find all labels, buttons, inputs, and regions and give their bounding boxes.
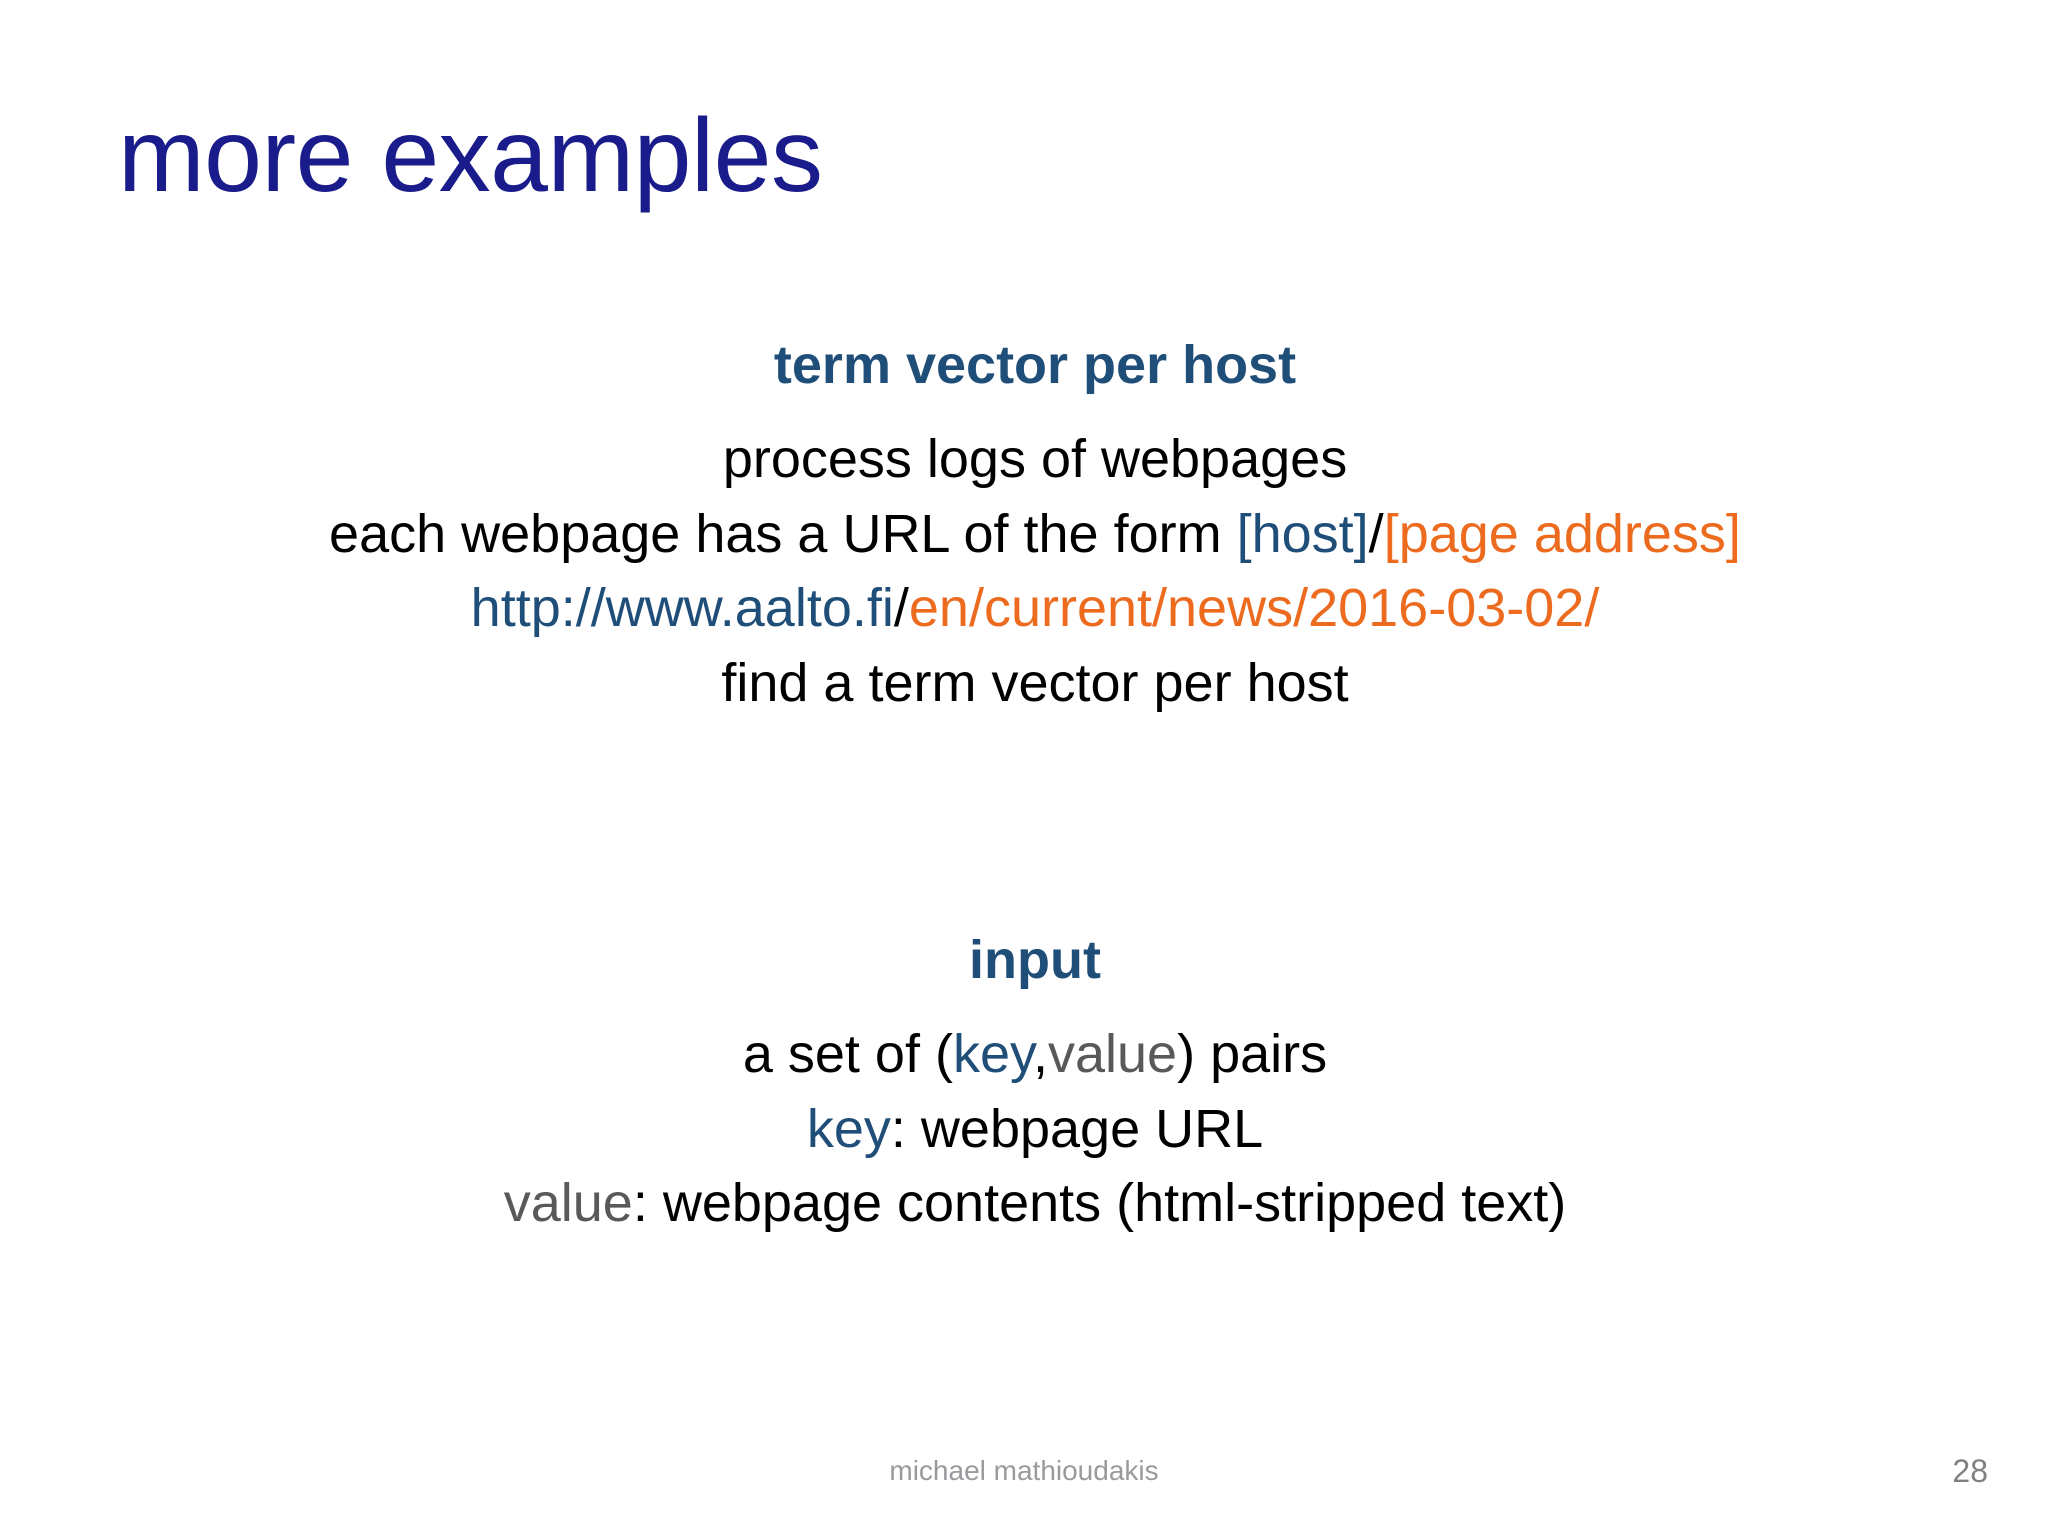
body-line-kv-pairs: a set of (key,value) pairs xyxy=(0,1017,2048,1092)
text-span-comma: , xyxy=(1032,1024,1048,1085)
body-line-value-desc: value: webpage contents (html-stripped t… xyxy=(0,1166,2048,1241)
text-span-separator: / xyxy=(1368,503,1384,564)
body-line-find-term-vector: find a term vector per host xyxy=(0,646,2048,721)
body-line-url-form: each webpage has a URL of the form [host… xyxy=(0,497,2048,572)
page-title: more examples xyxy=(118,97,823,214)
text-span: : webpage contents (html-stripped text) xyxy=(632,1173,1567,1234)
text-span: ) pairs xyxy=(1177,1024,1328,1085)
body-line-key-desc: key: webpage URL xyxy=(0,1092,2048,1167)
text-span: each webpage has a URL of the form xyxy=(329,503,1237,564)
text-span: : webpage URL xyxy=(890,1098,1264,1159)
text-span-separator: / xyxy=(893,578,909,639)
text-span-key: key xyxy=(952,1024,1033,1085)
text-span-page-address-placeholder: [page address] xyxy=(1383,503,1741,564)
text-span-page-address: en/current/news/2016-03-02/ xyxy=(908,578,1600,639)
section-heading-input: input xyxy=(969,930,1101,990)
text-span: a set of ( xyxy=(742,1024,953,1085)
text-span: find a term vector per host xyxy=(721,652,1349,713)
section-heading-term-vector-per-host: term vector per host xyxy=(773,335,1297,395)
text-span-host: http://www.aalto.fi xyxy=(470,578,894,639)
footer-author: michael mathioudakis xyxy=(889,1455,1159,1486)
body-line-process-logs: process logs of webpages xyxy=(0,422,2048,497)
section-input: input a set of (key,value) pairs key: we… xyxy=(0,925,2048,1241)
section-term-vector-per-host: term vector per host process logs of web… xyxy=(0,330,2048,720)
text-span-value: value xyxy=(1048,1024,1178,1085)
footer-page-number: 28 xyxy=(1952,1453,1988,1489)
text-span: process logs of webpages xyxy=(722,429,1348,490)
body-line-url-example: http://www.aalto.fi/en/current/news/2016… xyxy=(0,571,2048,646)
text-span-key: key xyxy=(806,1098,891,1159)
text-span-host-placeholder: [host] xyxy=(1236,503,1369,564)
text-span-value: value xyxy=(503,1173,633,1234)
